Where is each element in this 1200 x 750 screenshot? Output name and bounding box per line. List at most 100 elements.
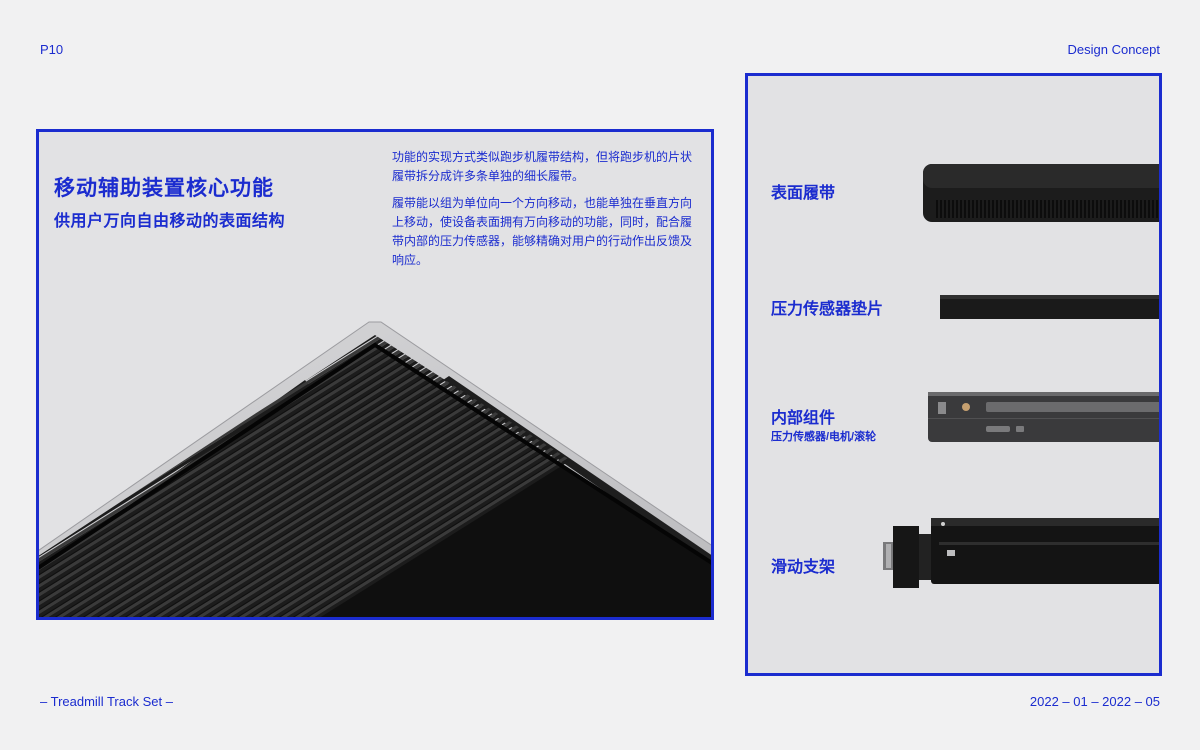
description-paragraph-2: 履带能以组为单位向一个方向移动，也能单独在垂直方向上移动，使设备表面拥有万向移动…: [392, 196, 693, 267]
tread-groove: [1060, 200, 1062, 218]
pressure-pad-image: [940, 295, 1159, 319]
tread-groove: [1116, 200, 1118, 218]
tread-groove: [1120, 200, 1122, 218]
component-label-pressure-pad: 压力传感器垫片: [771, 301, 884, 318]
section-title: Design Concept: [1067, 42, 1161, 57]
tread-groove: [1024, 200, 1026, 218]
tread-groove: [992, 200, 994, 218]
component-label-surface-track: 表面履带: [771, 185, 836, 202]
track-slat-edge: [39, 335, 463, 617]
tread-groove: [1064, 200, 1066, 218]
tread-groove: [988, 200, 990, 218]
track-slat: [39, 335, 455, 617]
track-slat-edge: [39, 335, 519, 617]
tread-groove: [976, 200, 978, 218]
tread-groove: [1108, 200, 1110, 218]
tread-groove: [1084, 200, 1086, 218]
track-slat-edge: [39, 335, 449, 617]
track-slat: [39, 335, 511, 617]
track-slat-edge: [39, 335, 491, 617]
tread-groove: [948, 200, 950, 218]
core-function-panel: 移动辅助装置核心功能 供用户万向自由移动的表面结构 功能的实现方式类似跑步机履带…: [36, 129, 714, 620]
track-slat-edge: [39, 335, 477, 617]
tread-groove: [996, 200, 998, 218]
tread-groove: [1020, 200, 1022, 218]
tread-groove: [936, 200, 938, 218]
track-slat: [65, 335, 581, 617]
panel-subtitle: 供用户万向自由移动的表面结构: [54, 213, 286, 230]
track-slat: [39, 335, 441, 617]
tread-groove: [1036, 200, 1038, 218]
tread-groove: [1004, 200, 1006, 218]
tread-groove: [1080, 200, 1082, 218]
tread-groove: [1156, 200, 1158, 218]
track-slat-edge: [45, 335, 561, 617]
tread-groove: [984, 200, 986, 218]
tread-groove: [1056, 200, 1058, 218]
tread-groove: [1008, 200, 1010, 218]
tread-groove: [1152, 200, 1154, 218]
track-slat-edge: [39, 335, 547, 617]
component-label-internal-parts: 内部组件: [771, 410, 836, 427]
tread-groove: [1052, 200, 1054, 218]
tread-groove: [1104, 200, 1106, 218]
tread-groove: [1016, 200, 1018, 218]
tread-groove: [1124, 200, 1126, 218]
tread-groove: [1136, 200, 1138, 218]
project-name: – Treadmill Track Set –: [40, 694, 173, 709]
tread-groove: [1160, 200, 1162, 218]
tread-groove: [1072, 200, 1074, 218]
surface-track-image: [923, 164, 1162, 222]
tread-groove: [944, 200, 946, 218]
internal-parts-image: [928, 392, 1159, 442]
tread-groove: [968, 200, 970, 218]
description-paragraph-1: 功能的实现方式类似跑步机履带结构，但将跑步机的片状履带拆分成许多条单独的细长履带…: [392, 150, 693, 183]
component-label-sliding-bracket: 滑动支架: [771, 559, 836, 576]
track-slat: [39, 335, 469, 617]
tread-groove: [1012, 200, 1014, 218]
tread-groove: [964, 200, 966, 218]
track-slat: [39, 335, 553, 617]
tread-groove: [1044, 200, 1046, 218]
tread-groove: [940, 200, 942, 218]
tread-groove: [980, 200, 982, 218]
tread-groove: [1092, 200, 1094, 218]
tread-groove: [1132, 200, 1134, 218]
track-slat-edge: [39, 335, 505, 617]
page-number: P10: [40, 42, 64, 57]
track-slat: [39, 335, 483, 617]
tread-groove: [1140, 200, 1142, 218]
tread-groove: [1128, 200, 1130, 218]
tread-groove: [1028, 200, 1030, 218]
component-sublabel-internal-parts: 压力传感器/电机/滚轮: [771, 431, 877, 443]
tread-groove: [1144, 200, 1146, 218]
tread-groove: [1076, 200, 1078, 218]
tread-groove: [972, 200, 974, 218]
tread-groove: [960, 200, 962, 218]
tread-groove: [1048, 200, 1050, 218]
date-range: 2022 – 01 – 2022 – 05: [1029, 694, 1160, 709]
track-slat: [39, 335, 539, 617]
track-slat-edge: [87, 335, 603, 617]
tread-groove: [1000, 200, 1002, 218]
tread-groove: [1148, 200, 1150, 218]
track-illustration: [39, 321, 711, 617]
track-slat: [51, 335, 567, 617]
track-slat-edge: [39, 335, 533, 617]
tread-groove: [1040, 200, 1042, 218]
track-slat-edge: [59, 335, 575, 617]
tread-groove: [1032, 200, 1034, 218]
tread-groove: [1112, 200, 1114, 218]
track-slat: [39, 335, 497, 617]
track-slat: [39, 335, 413, 617]
tread-groove: [1068, 200, 1070, 218]
tread-groove: [956, 200, 958, 218]
sliding-bracket-image: [883, 518, 1159, 588]
components-panel: 表面履带 压力传感器垫片 内部组件 压力传感器/电机/滚轮 滑动支架: [745, 73, 1162, 676]
track-slat: [39, 335, 525, 617]
panel-title: 移动辅助装置核心功能: [54, 177, 274, 200]
tread-groove: [1096, 200, 1098, 218]
tread-groove: [1100, 200, 1102, 218]
tread-groove: [1088, 200, 1090, 218]
tread-groove: [952, 200, 954, 218]
